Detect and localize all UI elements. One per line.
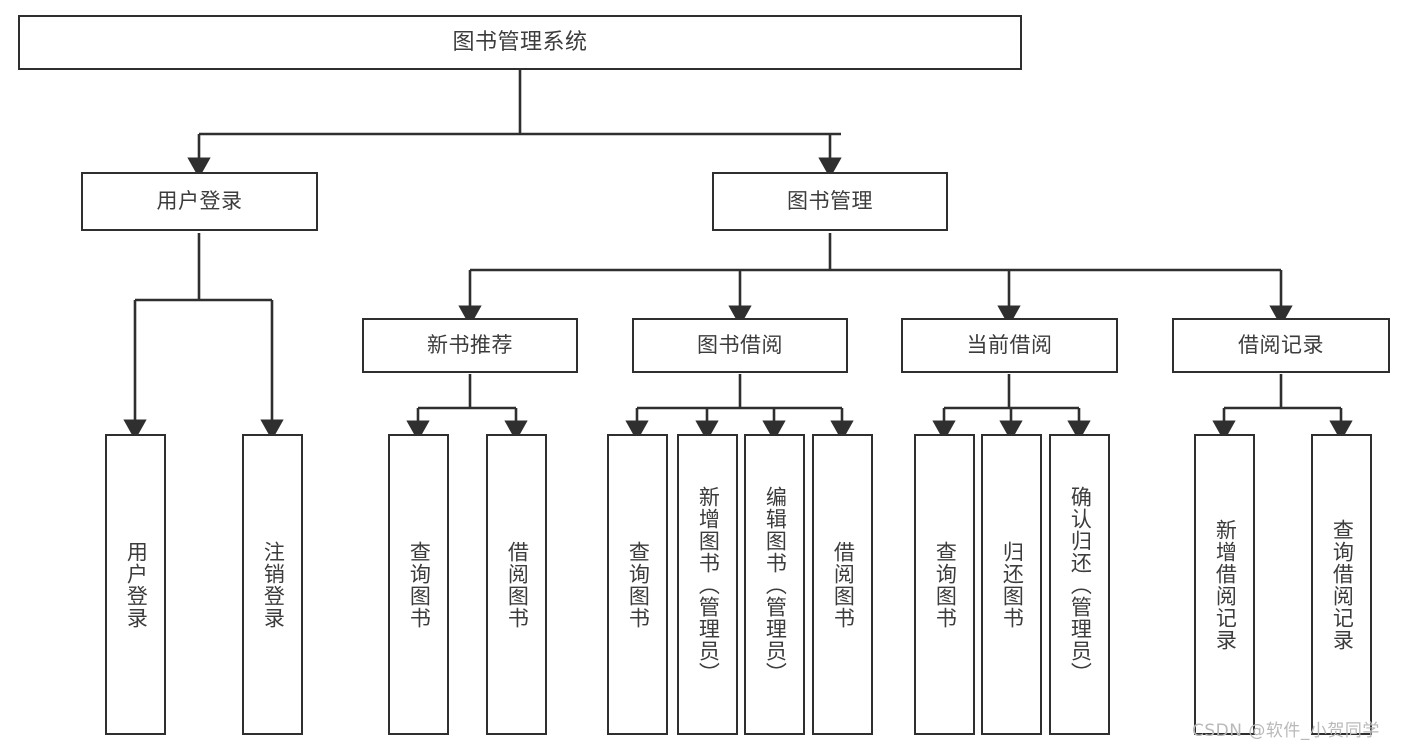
- node-user-login[interactable]: 用户登录: [81, 172, 318, 231]
- node-leaf-edit-book-admin[interactable]: 编辑图书（管理员）: [744, 434, 805, 735]
- node-label: 查询图书: [626, 540, 651, 629]
- node-label: 编辑图书（管理员）: [763, 485, 788, 684]
- node-leaf-add-book-admin[interactable]: 新增图书（管理员）: [677, 434, 738, 735]
- node-label: 图书借阅: [697, 333, 783, 358]
- node-label: 新书推荐: [427, 333, 513, 358]
- node-label: 图书管理系统: [452, 29, 588, 55]
- node-leaf-query-book-recommend[interactable]: 查询图书: [388, 434, 449, 735]
- node-root-book-management-system[interactable]: 图书管理系统: [18, 15, 1022, 70]
- node-label: 借阅图书: [831, 540, 856, 629]
- node-leaf-user-login[interactable]: 用户登录: [105, 434, 166, 735]
- node-label: 查询图书: [407, 540, 432, 629]
- node-label: 查询图书: [933, 540, 958, 629]
- node-leaf-add-borrow-record[interactable]: 新增借阅记录: [1194, 434, 1255, 735]
- node-label: 用户登录: [156, 189, 243, 214]
- node-label: 用户登录: [124, 540, 149, 629]
- node-borrow-record[interactable]: 借阅记录: [1172, 318, 1390, 373]
- node-label: 查询借阅记录: [1330, 518, 1355, 651]
- node-label: 确认归还（管理员）: [1068, 485, 1093, 684]
- node-label: 图书管理: [787, 189, 873, 214]
- node-book-management[interactable]: 图书管理: [712, 172, 948, 231]
- node-leaf-confirm-return-admin[interactable]: 确认归还（管理员）: [1049, 434, 1110, 735]
- node-label: 新增借阅记录: [1213, 518, 1238, 651]
- node-label: 新增图书（管理员）: [696, 485, 721, 684]
- node-label: 借阅图书: [505, 540, 530, 629]
- node-current-borrow[interactable]: 当前借阅: [901, 318, 1118, 373]
- node-label: 当前借阅: [966, 333, 1053, 358]
- node-book-borrow[interactable]: 图书借阅: [632, 318, 848, 373]
- node-label: 归还图书: [1000, 540, 1025, 629]
- node-leaf-query-borrow-record[interactable]: 查询借阅记录: [1311, 434, 1372, 735]
- node-leaf-logout-login[interactable]: 注销登录: [242, 434, 303, 735]
- node-label: 注销登录: [261, 540, 286, 629]
- node-leaf-query-book-current[interactable]: 查询图书: [914, 434, 975, 735]
- node-new-book-recommend[interactable]: 新书推荐: [362, 318, 578, 373]
- node-leaf-query-book-borrow[interactable]: 查询图书: [607, 434, 668, 735]
- node-label: 借阅记录: [1238, 333, 1324, 358]
- node-leaf-return-book[interactable]: 归还图书: [981, 434, 1042, 735]
- node-leaf-borrow-book[interactable]: 借阅图书: [812, 434, 873, 735]
- node-leaf-borrow-book-recommend[interactable]: 借阅图书: [486, 434, 547, 735]
- csdn-watermark: CSDN @软件_小贺同学: [1192, 721, 1380, 741]
